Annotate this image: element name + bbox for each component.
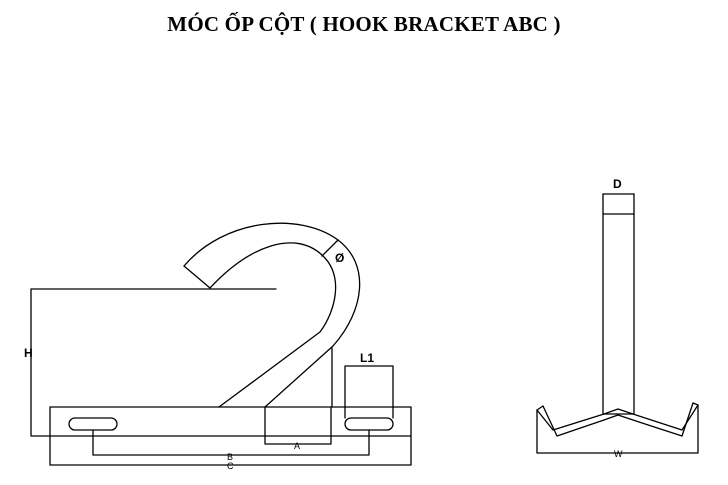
diameter-tick: [321, 239, 339, 257]
base-plate: [49, 406, 412, 437]
diagram-title: MÓC ỐP CỘT ( HOOK BRACKET ABC ): [167, 12, 561, 36]
b-label: B: [227, 452, 233, 462]
right-slot: [344, 417, 394, 431]
a-dimension-line: [264, 406, 332, 445]
side-view: [30, 222, 412, 466]
l1-dimension-line: [344, 365, 394, 419]
c-dimension-line: [49, 435, 412, 466]
c-label: C: [227, 461, 234, 471]
w-label: W: [614, 449, 623, 459]
post-body: [602, 213, 635, 415]
diameter-label: Ø: [335, 251, 344, 265]
h-label: H: [24, 346, 33, 360]
base-band-end-right: [692, 402, 699, 406]
left-slot: [68, 417, 118, 431]
front-view: [536, 193, 699, 454]
base-band-inner: [542, 402, 694, 437]
hook-inner-outline: [183, 222, 361, 408]
b-dimension-line: [92, 429, 370, 456]
base-band-end-left: [536, 405, 544, 411]
base-band-outer: [536, 404, 699, 431]
a-label: A: [294, 441, 300, 451]
w-dimension-line: [536, 404, 699, 454]
l1-label: L1: [360, 351, 374, 365]
hook-outer-outline: [183, 242, 337, 408]
h-dimension-line: [30, 288, 277, 437]
d-label: D: [613, 177, 622, 191]
